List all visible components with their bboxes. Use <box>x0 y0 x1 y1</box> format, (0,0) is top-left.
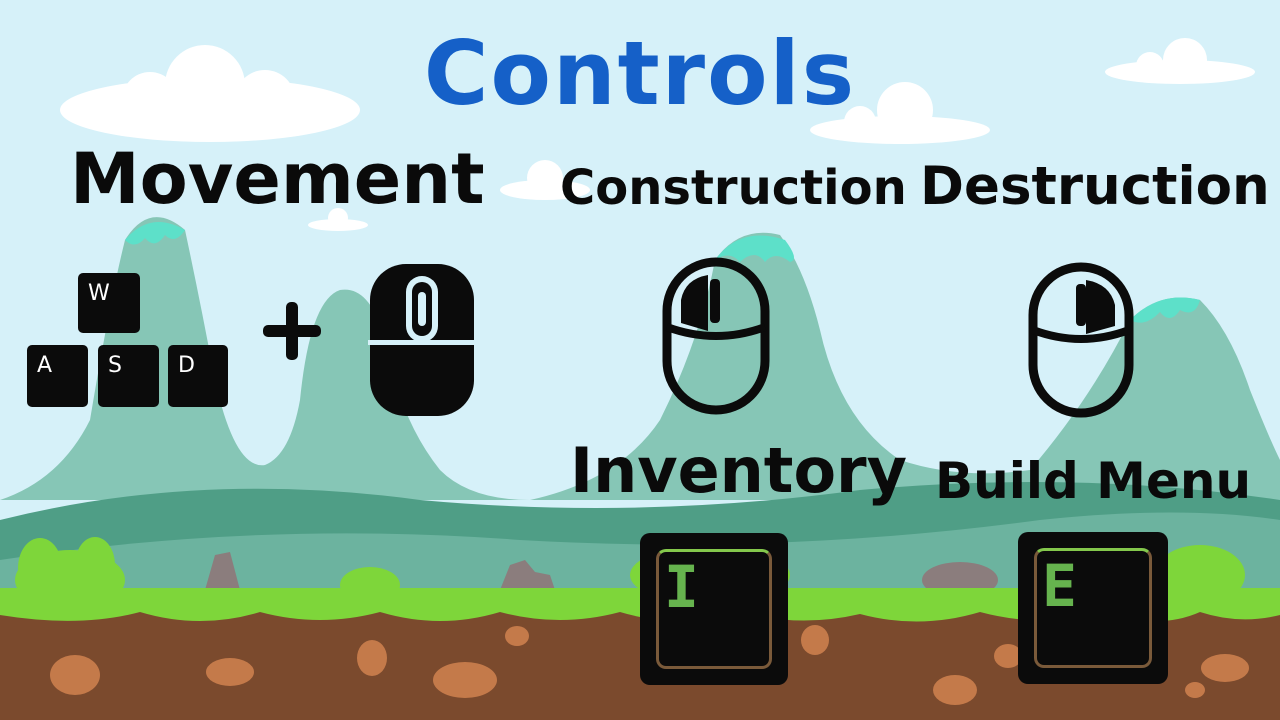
key-i-bevel <box>656 549 772 669</box>
key-i: I <box>640 533 788 685</box>
clouds <box>60 38 1255 231</box>
build-menu-heading: Build Menu <box>935 452 1252 510</box>
key-d: D <box>168 345 228 407</box>
mouse-icon <box>368 264 476 416</box>
key-e: E <box>1018 532 1168 684</box>
key-e-label: E <box>1042 552 1077 620</box>
mouse-left-click-icon <box>662 257 770 415</box>
key-i-label: I <box>664 553 699 621</box>
key-a: A <box>27 345 88 407</box>
key-e-bevel <box>1034 548 1152 668</box>
inventory-heading: Inventory <box>570 434 908 507</box>
plus-icon <box>263 302 321 360</box>
key-s: S <box>98 345 159 407</box>
destruction-heading: Destruction <box>920 156 1270 217</box>
movement-heading: Movement <box>70 138 485 220</box>
mouse-right-click-icon <box>1028 262 1134 418</box>
page-title: Controls <box>423 22 857 125</box>
key-w: W <box>78 273 140 333</box>
dirt-stones <box>50 625 1249 705</box>
construction-heading: Construction <box>560 160 907 216</box>
